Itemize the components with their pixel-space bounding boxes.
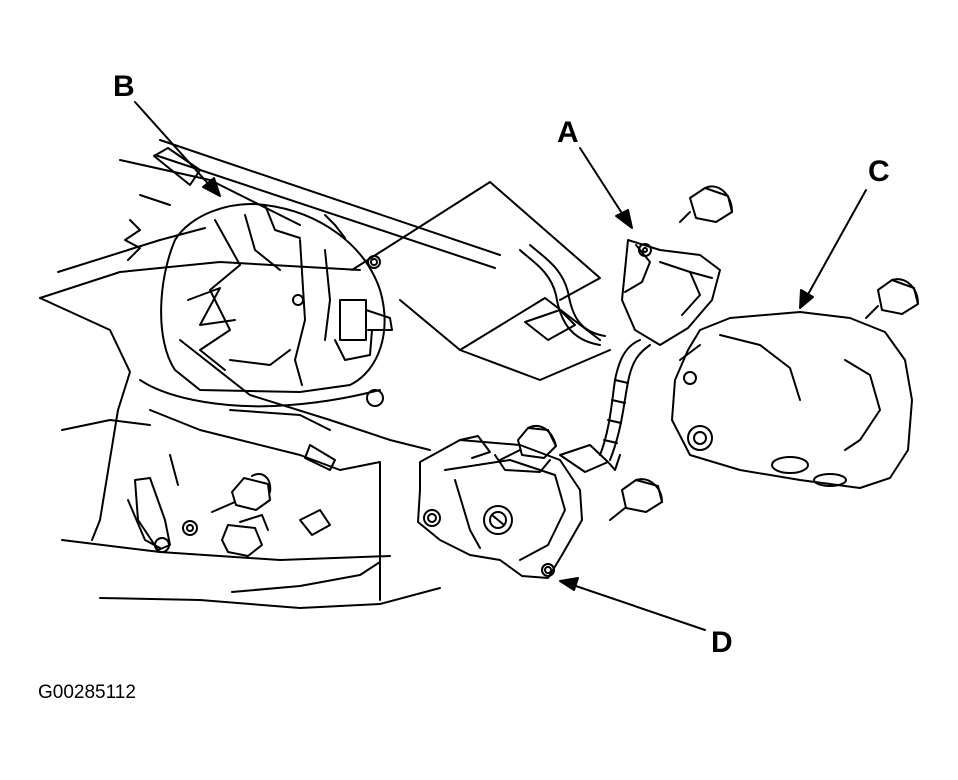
leader-arrow-c <box>800 190 866 308</box>
bolt-left-upper <box>212 474 270 512</box>
transmission-housing-outline <box>40 228 440 608</box>
linkage-bracket <box>128 455 197 552</box>
callout-c: C <box>868 155 890 188</box>
callout-b: B <box>113 70 135 103</box>
bolt-left-mid <box>300 445 335 535</box>
cover-bolt <box>866 279 918 318</box>
bracket-bolt <box>680 186 732 222</box>
bolt-left-lower <box>222 515 268 556</box>
ground-outline <box>352 182 610 380</box>
torque-converter <box>125 204 392 430</box>
shift-cable <box>120 140 500 268</box>
harness-bracket <box>622 240 720 345</box>
transmission-range-switch <box>418 436 582 578</box>
switch-cover <box>672 312 912 488</box>
switch-bolt <box>500 426 556 460</box>
callout-a: A <box>557 116 579 149</box>
figure-id: G00285112 <box>38 682 136 703</box>
leader-arrow-d <box>560 578 705 630</box>
leader-arrow-b <box>135 102 220 196</box>
switch-connector <box>560 445 620 472</box>
leader-arrow-a <box>580 148 632 228</box>
cover-bolt-lower <box>610 479 662 520</box>
wire-harness <box>520 245 650 460</box>
callout-d: D <box>711 626 733 659</box>
